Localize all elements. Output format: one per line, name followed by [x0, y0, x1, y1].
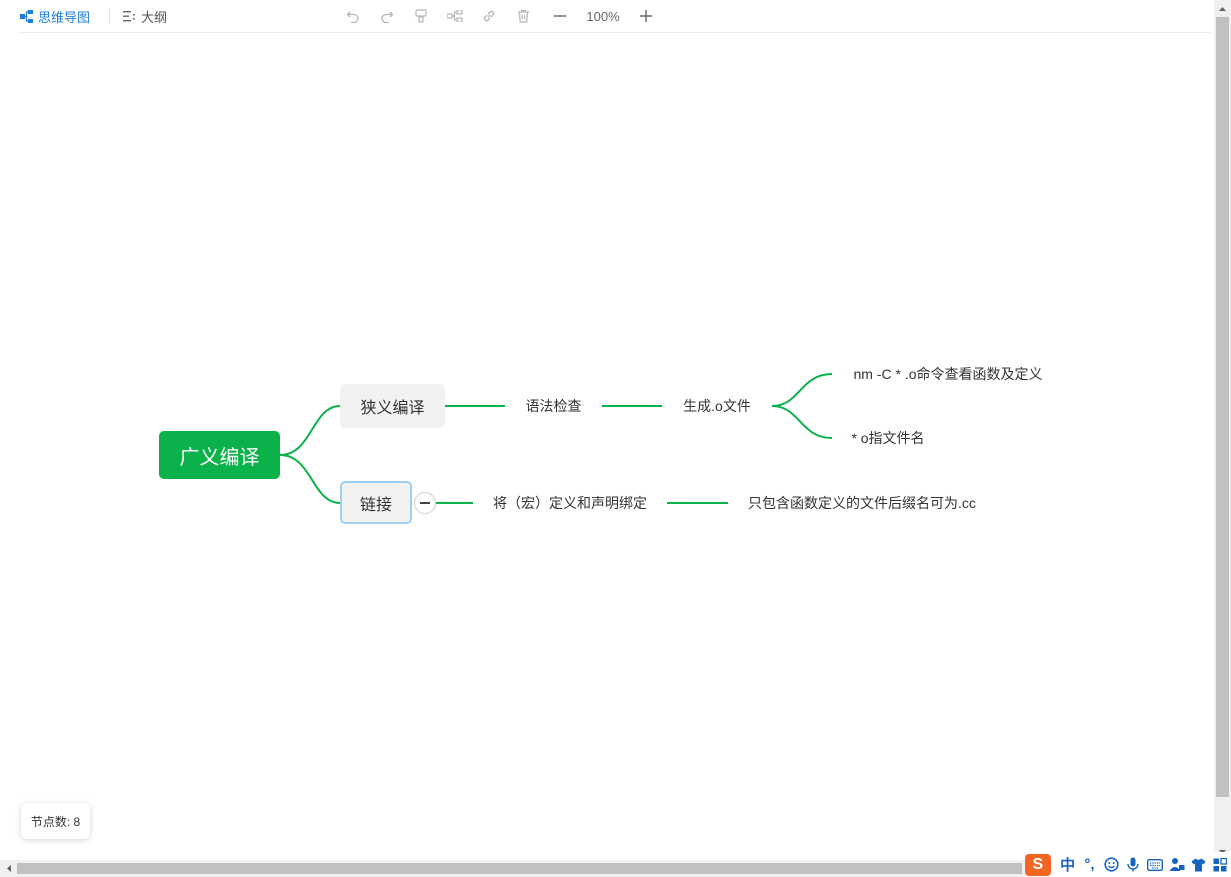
vertical-scrollbar[interactable]	[1214, 0, 1231, 860]
tab-mindmap[interactable]: 思维导图	[18, 7, 92, 26]
zoom-in-button[interactable]	[626, 0, 666, 32]
redo-button[interactable]	[370, 0, 404, 32]
node-cc-suffix[interactable]: 只包含函数定义的文件后缀名可为.cc	[748, 495, 976, 511]
ime-logo[interactable]: S	[1025, 853, 1051, 876]
microphone-icon	[1127, 857, 1139, 872]
tab-outline-label: 大纲	[141, 9, 168, 25]
node-count-badge: 节点数: 8	[21, 803, 90, 839]
node-syntax-check[interactable]: 语法检查	[525, 398, 582, 414]
format-brush-icon	[415, 9, 427, 23]
edit-tools: 100%	[336, 0, 666, 32]
view-tabs: 思维导图 大纲	[18, 0, 167, 32]
ime-keyboard-button[interactable]	[1144, 854, 1166, 876]
link-ofile-oname	[771, 405, 833, 439]
zoom-out-button[interactable]	[540, 0, 580, 32]
link-button[interactable]	[472, 0, 506, 32]
mindmap-icon	[20, 9, 33, 23]
outline-icon	[123, 10, 135, 21]
link-root-narrow	[279, 405, 341, 456]
tab-outline[interactable]: 大纲	[123, 7, 167, 26]
undo-icon	[346, 11, 359, 23]
child-node-icon	[447, 10, 463, 22]
root-node[interactable]: 广义编译	[159, 431, 280, 479]
ime-emoji-button[interactable]	[1100, 854, 1122, 876]
ime-toolbox-button[interactable]	[1209, 854, 1231, 876]
node-link[interactable]: 链接	[340, 481, 412, 524]
scroll-left-arrow[interactable]	[0, 860, 17, 877]
zoom-out-icon	[554, 15, 566, 17]
scroll-up-arrow[interactable]	[1214, 0, 1231, 17]
scroll-down-arrow[interactable]	[1214, 843, 1231, 860]
delete-icon	[517, 9, 529, 23]
ime-skin-button[interactable]	[1187, 854, 1209, 876]
scroll-left-icon	[6, 865, 11, 872]
mindmap-links	[279, 373, 833, 504]
node-o-filename[interactable]: * o指文件名	[851, 430, 925, 446]
toolbar-divider	[109, 9, 111, 23]
link-root-link	[279, 454, 341, 504]
vertical-scroll-thumb[interactable]	[1216, 17, 1229, 797]
mindmap-canvas[interactable]: 广义编译 狭义编译 语法检查 生成.o文件 nm -C * .o命令查看函数及定…	[0, 33, 1214, 860]
undo-button[interactable]	[336, 0, 370, 32]
grid-icon	[1213, 857, 1228, 871]
node-narrow-compile[interactable]: 狭义编译	[340, 384, 445, 428]
delete-button[interactable]	[506, 0, 540, 32]
ime-punctuation[interactable]: °,	[1084, 856, 1095, 873]
smile-icon	[1104, 857, 1119, 872]
scroll-down-icon	[1219, 849, 1226, 854]
redo-icon	[381, 11, 394, 23]
user-icon	[1169, 858, 1185, 871]
ime-user-button[interactable]	[1166, 854, 1188, 876]
link-ofile-nm	[771, 373, 833, 407]
scroll-up-icon	[1219, 6, 1226, 11]
link-icon	[483, 10, 495, 22]
zoom-level: 100%	[586, 8, 620, 24]
collapse-button[interactable]	[414, 492, 436, 514]
node-nm-command[interactable]: nm -C * .o命令查看函数及定义	[853, 366, 1043, 382]
horizontal-scrollbar[interactable]	[0, 860, 1025, 877]
horizontal-scroll-thumb[interactable]	[17, 863, 1022, 874]
zoom-in-icon	[640, 10, 652, 22]
shirt-icon	[1191, 858, 1206, 871]
minus-icon	[420, 502, 430, 504]
node-generate-o-file[interactable]: 生成.o文件	[683, 398, 751, 414]
node-bind-declaration[interactable]: 将（宏）定义和声明绑定	[493, 495, 647, 511]
keyboard-icon	[1146, 858, 1163, 871]
toolbar: 思维导图 大纲	[18, 0, 1211, 33]
format-brush-button[interactable]	[404, 0, 438, 32]
ime-voice-button[interactable]	[1122, 854, 1144, 876]
ime-toolbar: S 中 °,	[1025, 852, 1231, 877]
ime-mode[interactable]: 中	[1060, 857, 1076, 874]
tab-mindmap-label: 思维导图	[38, 9, 91, 25]
child-node-button[interactable]	[438, 0, 472, 32]
